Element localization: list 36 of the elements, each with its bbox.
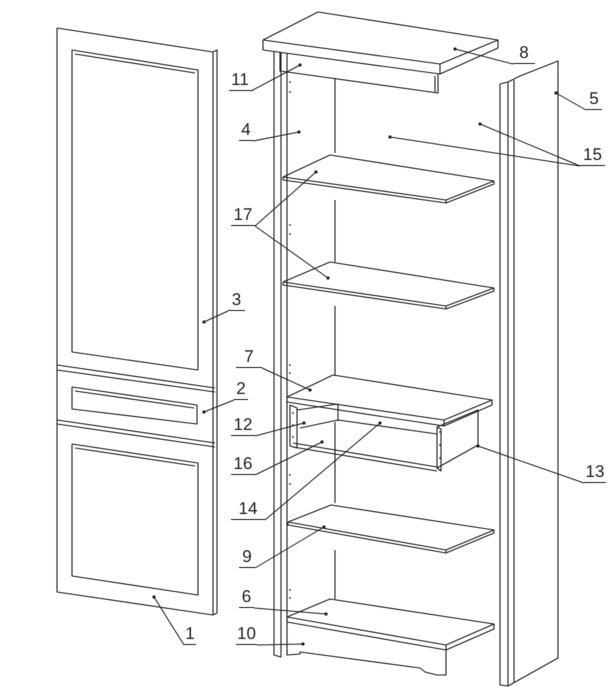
callout-number: 4 [239,117,253,141]
leader-line [152,595,184,646]
leader-line [453,47,514,64]
callout-number: 16 [231,451,255,475]
callout-number: 1 [184,621,196,645]
callout-number: 3 [228,287,245,311]
callout-number: 10 [236,621,257,645]
callout-number: 13 [584,459,606,483]
leader-line [202,400,234,414]
callout-number: 8 [513,40,535,64]
leader-line [262,368,312,392]
leader-line [254,440,324,476]
callout-number: 7 [236,344,262,368]
leader-line [388,135,580,166]
leader-line [202,310,228,324]
leader-line [554,91,586,110]
leader-line [254,170,318,226]
callout-number: 11 [229,67,251,91]
leader-line [254,525,326,568]
leader-line [478,122,580,166]
leader-line [252,130,301,142]
leader-line [254,608,328,616]
callout-number: 2 [234,376,248,400]
callout-number: 15 [580,142,605,166]
leader-line [264,421,382,520]
leader-line [254,226,330,280]
leader-line [254,421,306,436]
callout-number: 12 [231,412,255,436]
callout-number: 5 [586,86,602,110]
leader-line [476,444,584,484]
leader-line [256,642,305,646]
callout-number: 14 [231,496,265,520]
callout-number: 9 [239,544,255,568]
leader-line [250,63,302,92]
callout-number: 6 [239,584,254,608]
callout-number: 17 [231,202,255,226]
